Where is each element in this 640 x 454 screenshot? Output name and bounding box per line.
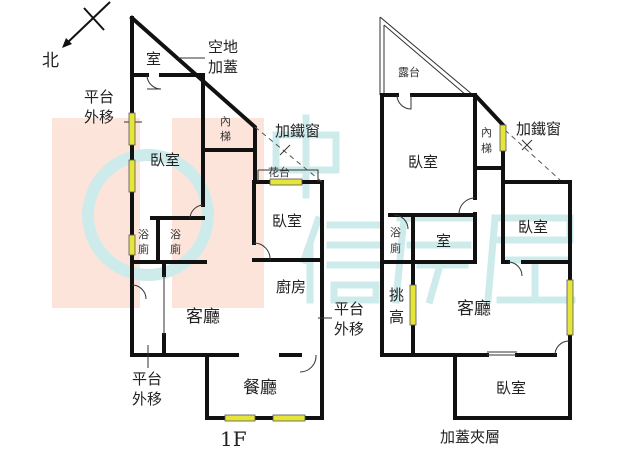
room-label: 浴 [138,228,149,241]
note-label: 加鐵窗 [516,120,561,138]
note-label: 外移 [84,108,114,126]
note-label: 加鐵窗 [275,122,320,140]
north-arrow-icon [62,1,111,48]
room-label: 挑 [389,286,404,304]
room-label: 梯 [220,130,231,143]
room-label: 臥室 [408,153,438,171]
floor-mezz-windows [409,124,574,336]
note-label: 外移 [132,390,162,408]
room-label: 餐廳 [243,378,277,398]
room-label: 室 [436,232,451,250]
room-label: 廁 [138,242,149,256]
room-label: 室 [146,50,161,68]
floor-1f-walls [124,15,332,420]
room-label: 露台 [398,65,420,79]
floor-1f-windows [128,112,306,422]
note-label: 平台 [132,370,162,388]
room-label: 廁 [390,241,401,255]
room-label: 臥室 [150,151,180,169]
room-label: 廚房 [276,278,306,296]
room-label: 梯 [481,142,492,155]
note-label: 花台 [268,165,290,179]
floor-title: 加蓋夾層 [440,428,500,446]
note-label: 加蓋 [208,58,238,76]
room-label: 浴 [170,228,181,241]
note-label: 平台 [334,300,364,318]
room-label: 臥室 [496,379,526,397]
note-label: 空地 [208,38,238,56]
room-label: 廁 [170,242,181,256]
room-label: 高 [389,308,404,326]
room-label: 內 [220,115,231,128]
compass-label: 北 [42,51,59,71]
note-label: 外移 [334,320,364,338]
room-label: 臥室 [272,212,302,230]
room-label: 臥室 [518,218,548,236]
room-label: 客廳 [186,307,220,327]
room-label: 內 [481,126,492,139]
floor-title: 1F [220,427,247,451]
room-label: 客廳 [457,299,491,319]
note-label: 平台 [84,88,114,106]
room-label: 浴 [390,226,401,239]
